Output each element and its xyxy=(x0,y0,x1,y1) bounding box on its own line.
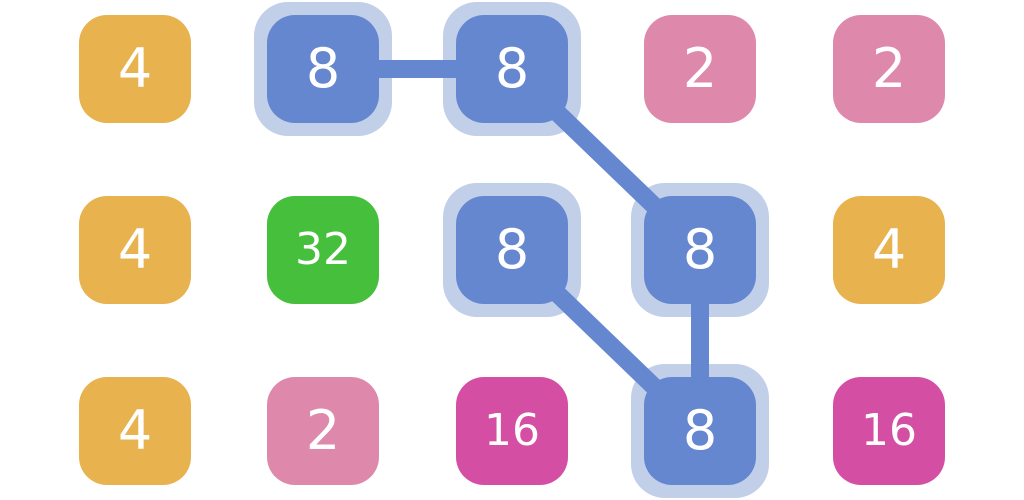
tile-r3c1[interactable]: 4 xyxy=(79,377,191,485)
tile-r1c3[interactable]: 8 xyxy=(456,15,568,123)
tile-r1c1[interactable]: 4 xyxy=(79,15,191,123)
tile-r3c4[interactable]: 8 xyxy=(644,377,756,485)
tile-r2c1[interactable]: 4 xyxy=(79,196,191,304)
tile-r2c5[interactable]: 4 xyxy=(833,196,945,304)
tile-r1c5[interactable]: 2 xyxy=(833,15,945,123)
tile-r2c2[interactable]: 32 xyxy=(267,196,379,304)
tile-r3c5[interactable]: 16 xyxy=(833,377,945,485)
tile-r3c2[interactable]: 2 xyxy=(267,377,379,485)
tile-r2c3[interactable]: 8 xyxy=(456,196,568,304)
tile-r1c2[interactable]: 8 xyxy=(267,15,379,123)
tile-r3c3[interactable]: 16 xyxy=(456,377,568,485)
tile-r1c4[interactable]: 2 xyxy=(644,15,756,123)
tile-r2c4[interactable]: 8 xyxy=(644,196,756,304)
